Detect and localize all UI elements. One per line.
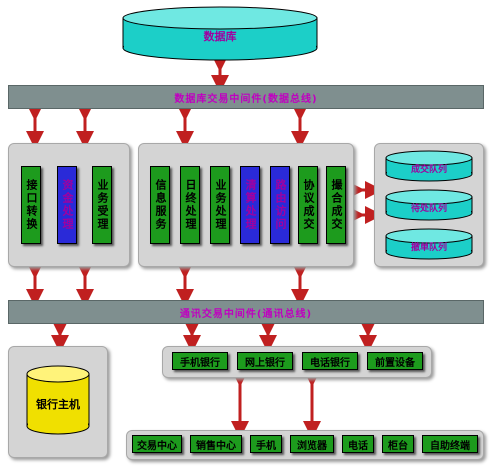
channel-phone-bank: 电话银行 bbox=[302, 352, 358, 370]
queue-cancel: 撤单队列 bbox=[385, 228, 473, 260]
terminal-sales-center: 销售中心 bbox=[190, 435, 242, 453]
module-business-acceptance: 业务受理 bbox=[92, 166, 112, 244]
queue-deal-label: 成交队列 bbox=[410, 165, 447, 175]
queue-cancel-label: 撤单队列 bbox=[410, 243, 447, 253]
terminal-trading-center: 交易中心 bbox=[132, 435, 182, 453]
module-clearing: 清算处理 bbox=[240, 166, 260, 244]
data-bus-label: 数据库交易中间件(数据总线) bbox=[174, 93, 318, 105]
terminal-self-service: 自助终端 bbox=[422, 435, 478, 453]
queue-pending-label: 待处队列 bbox=[410, 204, 447, 214]
terminal-mobile: 手机 bbox=[250, 435, 282, 453]
module-info-service: 信息服务 bbox=[150, 166, 170, 244]
module-interface-conversion: 接口转换 bbox=[21, 166, 41, 244]
channel-front-device: 前置设备 bbox=[367, 352, 423, 370]
queue-deal: 成交队列 bbox=[385, 150, 473, 182]
channel-online-bank: 网上银行 bbox=[237, 352, 293, 370]
bank-host-label: 银行主机 bbox=[36, 398, 80, 411]
module-routing: 路由访问 bbox=[270, 166, 290, 244]
terminal-browser: 浏览器 bbox=[290, 435, 334, 453]
comm-bus-label: 通讯交易中间件(通讯总线) bbox=[179, 308, 313, 320]
terminal-counter: 柜台 bbox=[382, 435, 414, 453]
data-bus: 数据库交易中间件(数据总线) bbox=[8, 85, 484, 109]
queue-pending: 待处队列 bbox=[385, 189, 473, 221]
module-fund-processing: 资金处理 bbox=[57, 166, 77, 244]
module-agreement-deal: 协议成交 bbox=[298, 166, 318, 244]
database-label: 数据库 bbox=[203, 30, 237, 43]
module-end-of-day: 日终处理 bbox=[180, 166, 200, 244]
bank-host: 银行主机 bbox=[26, 365, 90, 437]
channel-mobile-bank: 手机银行 bbox=[172, 352, 228, 370]
terminal-phone: 电话 bbox=[342, 435, 374, 453]
module-matching-deal: 撮合成交 bbox=[326, 166, 346, 244]
comm-bus: 通讯交易中间件(通讯总线) bbox=[8, 300, 484, 324]
database: 数据库 bbox=[122, 6, 318, 62]
module-business-processing: 业务处理 bbox=[210, 166, 230, 244]
